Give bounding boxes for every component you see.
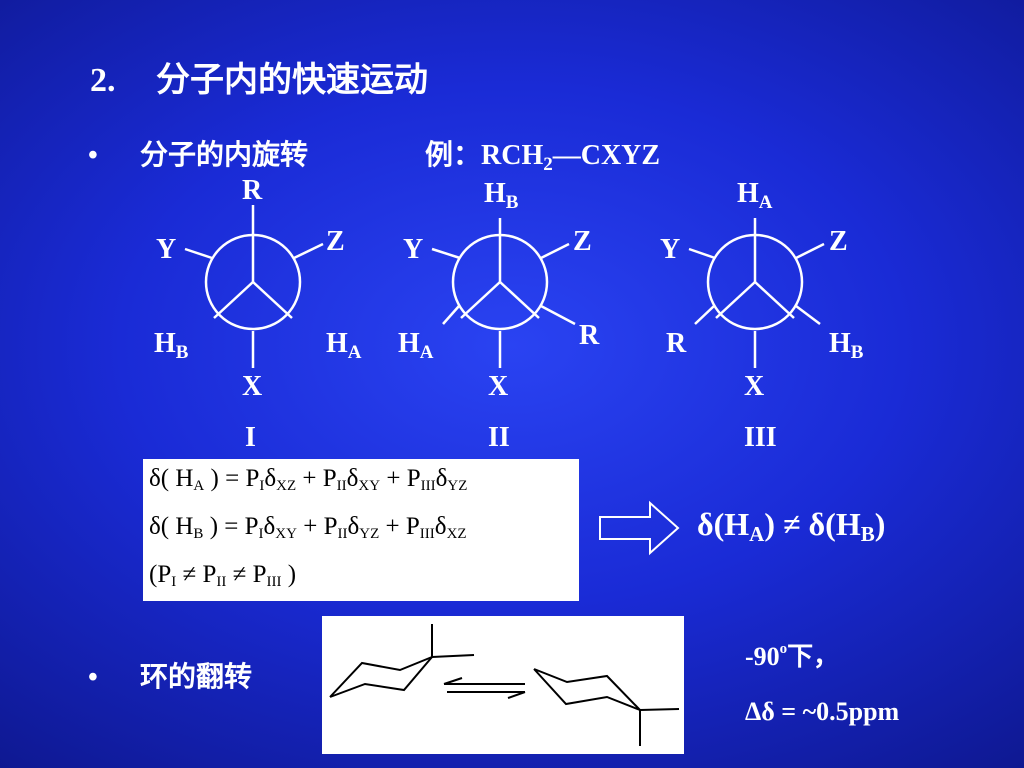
newman1-lower-right: HA bbox=[326, 328, 362, 363]
newman2-roman: II bbox=[488, 422, 510, 453]
newman1-bottom: X bbox=[242, 371, 263, 402]
section-number: 2. bbox=[90, 62, 116, 99]
example-sub: 2 bbox=[543, 154, 553, 175]
formula-line-1: δ( HA ) = PIδXZ + PIIδXY + PIIIδYZ bbox=[149, 465, 468, 494]
newman1-roman: I bbox=[245, 422, 256, 453]
newman2-top: HB bbox=[484, 178, 519, 213]
newman-projection-2 bbox=[431, 218, 576, 368]
formula-line-3: (PI ≠ PII ≠ PIII ) bbox=[149, 561, 297, 590]
bullet-internal-rotation: • 分子的内旋转 bbox=[88, 133, 308, 173]
bullet-ring-flip: • 环的翻转 bbox=[88, 655, 252, 695]
newman-projection-1 bbox=[184, 205, 324, 368]
newman2-bottom: X bbox=[488, 371, 509, 402]
section-heading: 2. 分子内的快速运动 bbox=[90, 52, 428, 101]
newman2-upper-right: Z bbox=[573, 226, 592, 257]
example-suffix: —CXYZ bbox=[552, 140, 661, 171]
implies-arrow-icon bbox=[599, 500, 680, 556]
newman3-upper-left: Y bbox=[660, 234, 681, 265]
newman1-upper-right: Z bbox=[326, 226, 345, 257]
newman3-upper-right: Z bbox=[829, 226, 848, 257]
section-title: 分子内的快速运动 bbox=[156, 62, 428, 99]
newman3-lower-left: R bbox=[666, 328, 687, 359]
result-inequality: δ(HA) ≠ δ(HB) bbox=[697, 506, 886, 546]
ring-flip-diagram bbox=[322, 616, 684, 754]
newman3-bottom: X bbox=[744, 371, 765, 402]
bullet-marker: • bbox=[88, 140, 98, 171]
newman3-roman: III bbox=[744, 422, 777, 453]
newman2-lower-right: R bbox=[579, 320, 600, 351]
newman-projections bbox=[0, 0, 1024, 460]
population-formula-box: δ( HA ) = PIδXZ + PIIδXY + PIIIδYZ δ( HB… bbox=[143, 459, 579, 601]
newman1-upper-left: Y bbox=[156, 234, 177, 265]
newman1-top: R bbox=[242, 175, 263, 206]
newman-projection-3 bbox=[688, 218, 825, 368]
example-prefix: 例：RCH bbox=[425, 140, 544, 171]
bullet-text: 分子的内旋转 bbox=[140, 140, 309, 171]
formula-line-2: δ( HB ) = PIδXY + PIIδYZ + PIIIδXZ bbox=[149, 513, 467, 542]
newman1-lower-left: HB bbox=[154, 328, 189, 363]
temperature-note: -90o下， bbox=[745, 641, 840, 671]
bullet-text: 环的翻转 bbox=[140, 662, 253, 693]
shift-difference-note: Δδ = ~0.5ppm bbox=[745, 697, 900, 726]
newman3-lower-right: HB bbox=[829, 328, 864, 363]
example-formula: 例：RCH2—CXYZ bbox=[425, 133, 660, 176]
newman2-lower-left: HA bbox=[398, 328, 434, 363]
bullet-marker: • bbox=[88, 662, 98, 693]
newman3-top: HA bbox=[737, 178, 773, 213]
newman2-upper-left: Y bbox=[403, 234, 424, 265]
chair-equilibrium-structure bbox=[329, 624, 680, 746]
